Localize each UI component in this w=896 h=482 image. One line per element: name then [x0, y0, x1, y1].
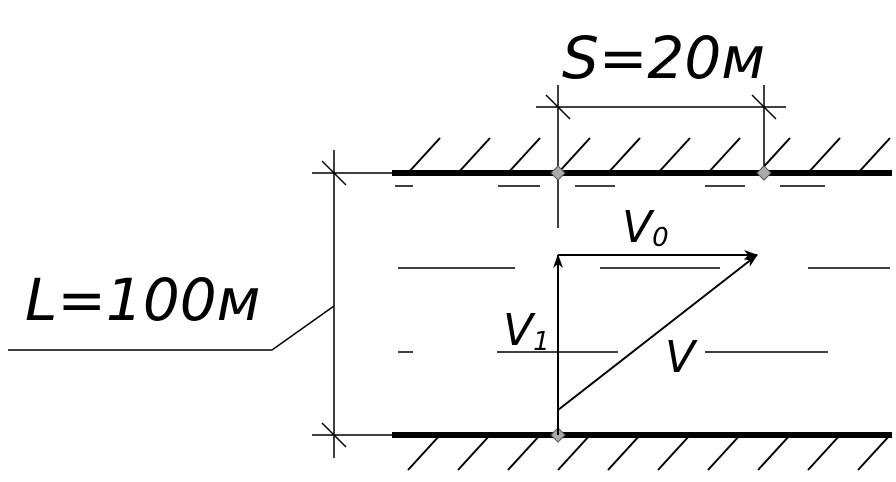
v0-label: V0	[622, 202, 669, 253]
width-leader-line	[8, 305, 335, 351]
landing-point	[756, 165, 772, 181]
v1-label: V1	[503, 305, 550, 357]
top-bank	[392, 137, 892, 176]
width-label: L=100м	[25, 266, 260, 334]
v-label: V	[665, 332, 698, 383]
velocity-vectors	[553, 250, 758, 435]
start-point-top	[550, 165, 566, 181]
width-dimension	[8, 150, 392, 458]
distance-label: S=20м	[562, 24, 765, 92]
distance-dimension	[536, 85, 786, 228]
points	[550, 165, 772, 443]
bottom-bank	[392, 432, 892, 471]
v-vector	[557, 254, 758, 411]
top-bank-hatching	[407, 137, 891, 174]
bottom-bank-hatching	[407, 434, 891, 471]
